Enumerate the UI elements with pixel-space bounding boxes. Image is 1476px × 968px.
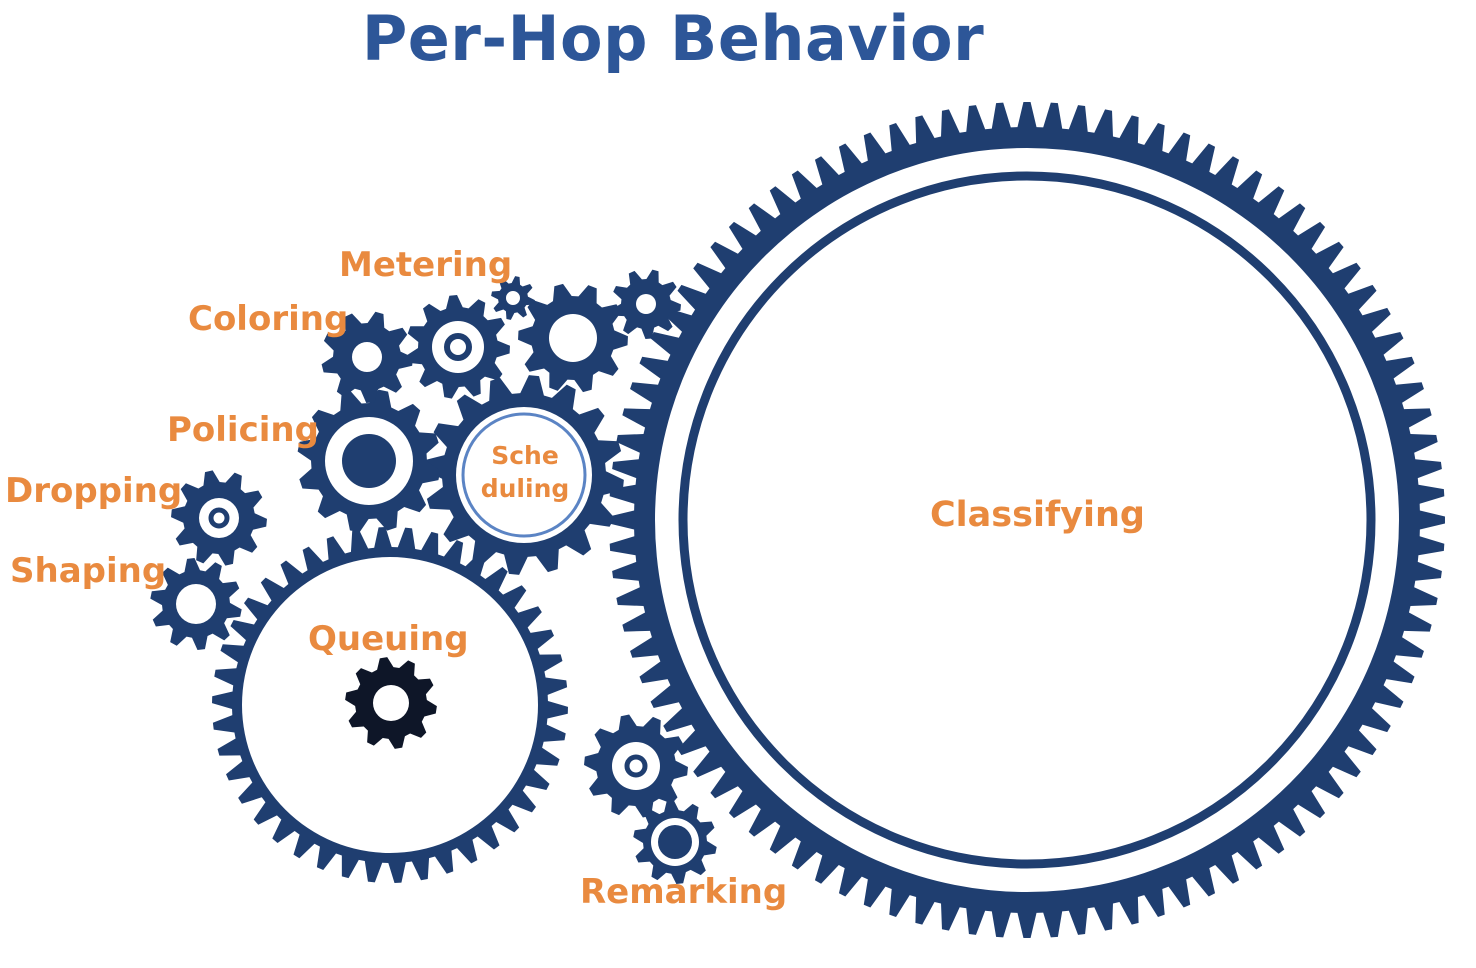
- metering-gear-icon: [406, 295, 510, 399]
- top-small-gear-icon: [491, 276, 535, 320]
- shaping-gear-icon: [150, 558, 242, 650]
- coloring-gear-icon: [321, 311, 413, 403]
- metering-gear-hub: [444, 333, 472, 361]
- classifying-inner-ring: [678, 171, 1376, 869]
- top-right-gear-icon: [611, 269, 681, 339]
- remarking-gear-lower-hub: [658, 825, 692, 859]
- scheduling-inner-ring: [461, 412, 587, 538]
- label-queuing: Queuing: [308, 619, 469, 659]
- remarking-gear-upper-icon: [584, 714, 688, 818]
- label-scheduling-line1: Sche: [491, 441, 559, 470]
- label-coloring: Coloring: [188, 299, 349, 339]
- label-shaping: Shaping: [10, 551, 167, 591]
- scheduling-gear-icon: [424, 375, 624, 575]
- remarking-gear-upper-hub: [624, 754, 648, 778]
- policing-gear-icon: [297, 389, 441, 533]
- top-medium-gear-icon: [518, 283, 628, 393]
- dropping-gear-icon: [171, 470, 267, 566]
- policing-gear-hub: [342, 434, 396, 488]
- dropping-gear-hub: [208, 507, 230, 529]
- diagram-title: Per-Hop Behavior: [361, 2, 985, 75]
- label-remarking: Remarking: [580, 872, 788, 912]
- label-classifying: Classifying: [930, 495, 1145, 535]
- label-policing: Policing: [167, 410, 319, 450]
- remarking-gear-lower-icon: [633, 800, 717, 884]
- label-dropping: Dropping: [5, 471, 183, 511]
- queuing-gear-icon: [212, 527, 568, 883]
- label-scheduling-line2: duling: [480, 474, 570, 503]
- label-metering: Metering: [339, 245, 513, 285]
- queuing-center-gear-icon: [345, 657, 437, 749]
